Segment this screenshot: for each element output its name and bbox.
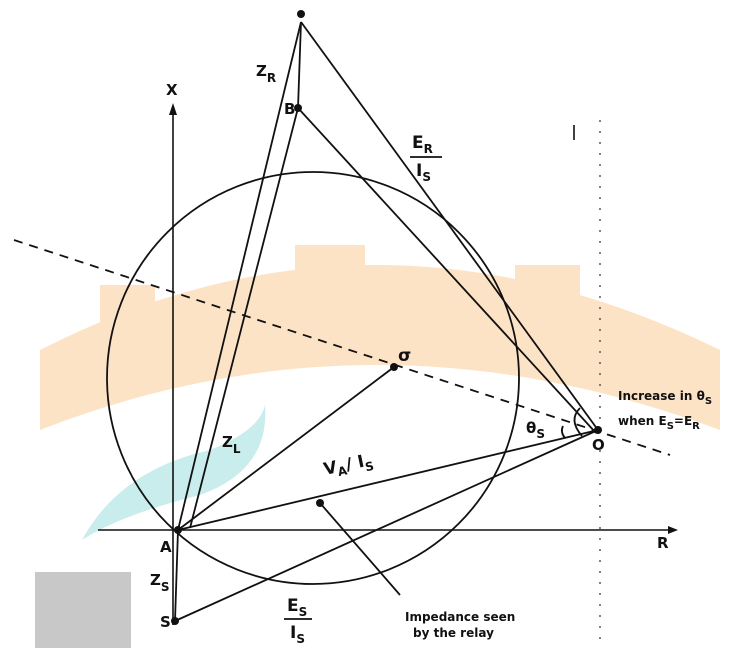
is-sub: S bbox=[422, 170, 431, 184]
annotation-increase-line1: Increase in θS bbox=[618, 389, 712, 407]
label-zl-sub: L bbox=[233, 442, 241, 456]
label-zr: ZR bbox=[256, 62, 276, 85]
va-den: / I bbox=[344, 452, 366, 475]
fraction-es-den: IS bbox=[290, 623, 305, 646]
label-zr-sub: R bbox=[267, 71, 276, 85]
label-O: O bbox=[592, 436, 605, 454]
fraction-es-num: ES bbox=[287, 596, 307, 619]
point-va-mark bbox=[316, 499, 324, 507]
er-main: E bbox=[412, 133, 424, 153]
label-center: σ bbox=[398, 346, 411, 366]
increase-prefix: Increase in θ bbox=[618, 389, 705, 403]
theta-sub: S bbox=[536, 427, 545, 441]
label-zl: ZL bbox=[222, 433, 241, 456]
r-axis-arrow bbox=[668, 526, 678, 534]
va-den-sub: S bbox=[364, 459, 375, 474]
angle-arc bbox=[573, 407, 583, 437]
es-den-sub: S bbox=[296, 632, 305, 646]
when-sub2: R bbox=[692, 421, 700, 432]
va-main: V bbox=[322, 457, 340, 479]
points bbox=[171, 10, 602, 625]
watermark-tooth bbox=[100, 285, 155, 355]
point-S bbox=[171, 617, 179, 625]
fraction-er-den: IS bbox=[416, 161, 431, 184]
dashed-locus-line bbox=[13, 239, 671, 456]
annotation-impedance-line1: Impedance seen bbox=[405, 610, 515, 624]
er-sub: R bbox=[424, 142, 433, 156]
label-theta-s: θS bbox=[526, 419, 545, 441]
es-den-main: I bbox=[290, 623, 296, 643]
annotation-increase-line2: when ES=ER bbox=[618, 414, 700, 432]
is-main: I bbox=[416, 161, 422, 181]
relay-characteristic-circle bbox=[106, 171, 520, 585]
es-sub: S bbox=[299, 605, 308, 619]
line-A-to-S bbox=[174, 529, 179, 622]
line-top-to-O bbox=[300, 21, 599, 431]
line-A-to-O bbox=[177, 429, 599, 531]
point-A bbox=[174, 526, 182, 534]
label-va-over-is: VA/ IS bbox=[322, 450, 375, 483]
label-zs-main: Z bbox=[150, 571, 161, 589]
x-axis-label: X bbox=[166, 81, 178, 99]
point-B bbox=[294, 104, 302, 112]
theta-main: θ bbox=[526, 419, 536, 437]
watermark-tooth bbox=[295, 245, 365, 305]
label-zs: ZS bbox=[150, 571, 170, 594]
fraction-er-over-is: ER IS bbox=[410, 133, 442, 184]
x-axis-arrow bbox=[169, 103, 177, 115]
label-zl-main: Z bbox=[222, 433, 233, 451]
r-axis-label: R bbox=[657, 534, 669, 552]
when-mid: =E bbox=[674, 414, 692, 428]
watermark-tooth bbox=[515, 265, 580, 335]
gray-box bbox=[35, 572, 131, 648]
increase-sub: S bbox=[705, 396, 712, 407]
label-zr-main: Z bbox=[256, 62, 267, 80]
label-S: S bbox=[160, 613, 171, 631]
axes bbox=[98, 103, 678, 625]
point-center bbox=[390, 363, 398, 371]
line-top-to-A bbox=[177, 21, 302, 531]
label-A: A bbox=[160, 538, 172, 556]
angle-arc-small bbox=[560, 425, 566, 439]
line-top-to-B bbox=[297, 21, 302, 109]
line-A-to-center bbox=[177, 366, 395, 531]
labels: X R A B S O σ ZR ZL ZS ER IS bbox=[150, 62, 712, 646]
point-O bbox=[594, 426, 602, 434]
line-S-to-O bbox=[174, 429, 599, 622]
when-prefix: when E bbox=[618, 414, 667, 428]
fraction-es-over-is: ES IS bbox=[284, 596, 312, 646]
when-sub1: S bbox=[667, 421, 674, 432]
fraction-er-num: ER bbox=[412, 133, 433, 156]
va-sub: A bbox=[336, 463, 349, 479]
es-main: E bbox=[287, 596, 299, 616]
label-B: B bbox=[284, 100, 295, 118]
annotation-impedance-line2: by the relay bbox=[413, 626, 494, 640]
line-B-to-A bbox=[189, 107, 299, 529]
impedance-leader-line bbox=[319, 502, 401, 596]
label-zs-sub: S bbox=[161, 580, 170, 594]
phasor-lines bbox=[174, 21, 599, 622]
watermark bbox=[35, 245, 720, 648]
line-B-to-O bbox=[297, 107, 597, 434]
point-top bbox=[297, 10, 305, 18]
